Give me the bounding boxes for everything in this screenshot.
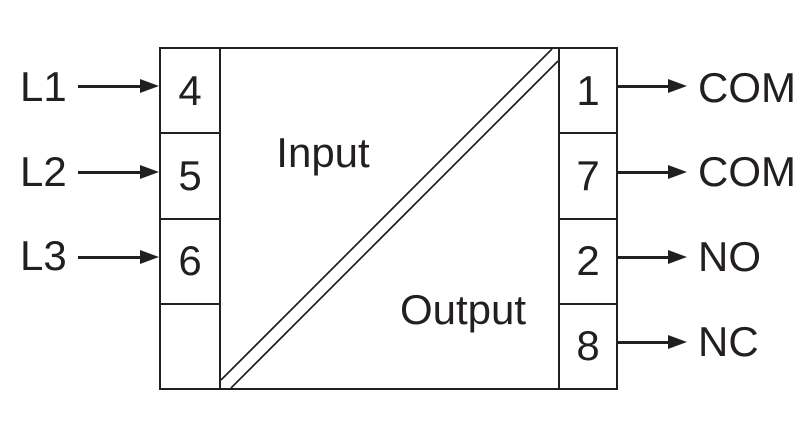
output-terminal-column: 1 7 2 8 [558, 49, 616, 388]
terminal-cell-6: 6 [161, 220, 219, 305]
terminal-cell-4: 4 [161, 49, 219, 135]
input-line-label-l1: L1 [20, 63, 67, 110]
arrow-terminal-7-to-com-icon [618, 165, 687, 179]
terminal-cell-5: 5 [161, 134, 219, 220]
input-line-label-l3: L3 [20, 232, 67, 279]
arrow-shaft [618, 340, 668, 344]
arrowhead-icon [668, 250, 687, 264]
arrowhead-icon [140, 250, 159, 264]
input-region-label: Input [276, 129, 370, 176]
arrow-l2-to-terminal-5-icon [78, 165, 159, 179]
terminal-cell-7: 7 [560, 134, 616, 220]
arrow-shaft [618, 170, 668, 174]
output-signal-label-com-2: COM [698, 148, 796, 195]
terminal-cell-8: 8 [576, 322, 600, 370]
arrowhead-icon [668, 79, 687, 93]
terminal-cell-2: 2 [560, 220, 616, 305]
input-output-divider-line [221, 49, 558, 388]
arrow-shaft [618, 255, 668, 259]
arrow-shaft [78, 170, 140, 174]
arrow-terminal-1-to-com-icon [618, 79, 687, 93]
arrowhead-icon [140, 165, 159, 179]
device-body: 4 5 6 Input Output 1 7 2 8 [159, 47, 618, 390]
arrowhead-icon [668, 335, 687, 349]
input-terminal-column: 4 5 6 [161, 49, 221, 388]
arrow-shaft [618, 84, 668, 88]
terminal-cell-spare [161, 305, 219, 388]
output-signal-label-nc: NC [698, 318, 759, 365]
arrowhead-icon [140, 79, 159, 93]
arrow-l1-to-terminal-4-icon [78, 79, 159, 93]
arrow-l3-to-terminal-6-icon [78, 250, 159, 264]
output-region-label: Output [399, 286, 527, 333]
terminal-cell-1: 1 [560, 49, 616, 135]
arrow-shaft [78, 255, 140, 259]
output-signal-label-com-1: COM [698, 64, 796, 111]
arrow-terminal-8-to-nc-icon [618, 335, 687, 349]
arrow-shaft [78, 84, 140, 88]
arrow-terminal-2-to-no-icon [618, 250, 687, 264]
arrowhead-icon [668, 165, 687, 179]
output-signal-label-no: NO [698, 233, 761, 280]
input-line-label-l2: L2 [20, 148, 67, 195]
